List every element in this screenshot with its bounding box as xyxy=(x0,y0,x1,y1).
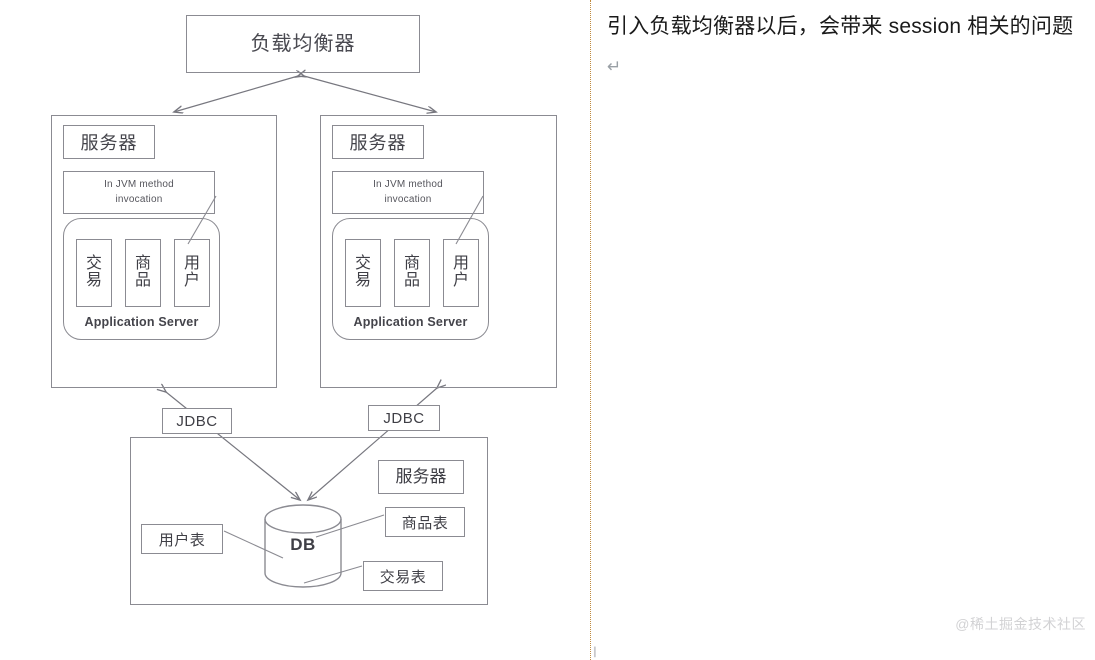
note-body: 引入负载均衡器以后，会带来 session 相关的问题 xyxy=(607,15,1074,38)
leader-jvm-right xyxy=(455,195,484,245)
module-box-user-2: 用户 xyxy=(443,239,479,307)
database-box xyxy=(130,437,488,605)
jdbc-label-right: JDBC xyxy=(368,405,440,431)
module-label-user-1: 用户 xyxy=(184,255,201,289)
module-box-trade-2: 交易 xyxy=(345,239,381,307)
panel-divider xyxy=(590,0,591,660)
module-box-product-1: 商品 xyxy=(125,239,161,307)
leader-user-table xyxy=(223,530,284,559)
db-cylinder xyxy=(264,504,342,588)
arrow-lb-to-server-left xyxy=(174,76,298,112)
note-paragraph: 引入负载均衡器以后，会带来 session 相关的问题 ↵ xyxy=(607,8,1077,86)
watermark-text: @稀土掘金技术社区 xyxy=(955,616,1086,632)
db-cylinder-label: DB xyxy=(290,535,316,554)
module-box-user-1: 用户 xyxy=(174,239,210,307)
jdbc-label-left: JDBC xyxy=(162,408,232,434)
arrow-lb-to-server-right xyxy=(304,76,436,112)
module-label-user-2: 用户 xyxy=(453,255,470,289)
server-box-2 xyxy=(320,115,557,388)
module-label-trade-2: 交易 xyxy=(355,255,372,289)
module-label-trade-1: 交易 xyxy=(86,255,103,289)
user-table-label: 用户表 xyxy=(141,524,223,554)
application-server-label-2: Application Server xyxy=(353,315,468,329)
server-box-1 xyxy=(51,115,277,388)
leader-trade-table xyxy=(303,565,363,584)
module-box-trade-1: 交易 xyxy=(76,239,112,307)
leader-product-table xyxy=(315,514,385,538)
trade-table-label: 交易表 xyxy=(363,561,443,591)
load-balancer-box: 负载均衡器 xyxy=(186,15,420,73)
application-server-box-2: 交易 商品 用户 Application Server xyxy=(332,218,489,340)
application-server-box-1: 交易 商品 用户 Application Server xyxy=(63,218,220,340)
application-server-label-1: Application Server xyxy=(84,315,199,329)
server-title-1: 服务器 xyxy=(63,125,155,159)
module-label-product-2: 商品 xyxy=(404,255,421,289)
server-title-2: 服务器 xyxy=(332,125,424,159)
paragraph-mark-icon: ↵ xyxy=(607,56,622,76)
product-table-label: 商品表 xyxy=(385,507,465,537)
text-caret-icon: ▎ xyxy=(594,647,601,657)
module-box-product-2: 商品 xyxy=(394,239,430,307)
note-panel: 引入负载均衡器以后，会带来 session 相关的问题 ↵ @稀土掘金技术社区 ▎ xyxy=(591,0,1095,660)
module-label-product-1: 商品 xyxy=(135,255,152,289)
database-server-title: 服务器 xyxy=(378,460,464,494)
